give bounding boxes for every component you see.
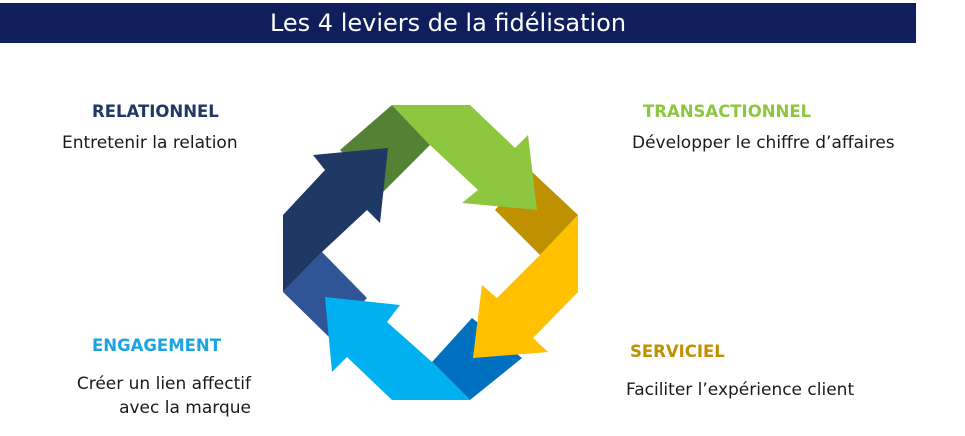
segment-blue-dark <box>432 318 522 400</box>
transactionnel-text: Développer le chiffre d’affaires <box>632 133 895 153</box>
engagement-text-2: avec la marque <box>119 398 251 418</box>
transactionnel-label: TRANSACTIONNEL <box>643 102 812 121</box>
page-title: Les 4 leviers de la fidélisation <box>269 9 627 37</box>
engagement-label: ENGAGEMENT <box>92 336 221 355</box>
arrow-navy-icon <box>283 148 388 292</box>
title-bar: Les 4 leviers de la fidélisation <box>0 3 916 43</box>
serviciel-label: SERVICIEL <box>630 342 725 361</box>
relationnel-label: RELATIONNEL <box>92 102 219 121</box>
arrow-light-blue-icon <box>325 297 470 400</box>
arrow-yellow-icon <box>473 215 578 358</box>
arrow-green-icon <box>392 105 537 210</box>
engagement-text-1: Créer un lien affectif <box>76 374 251 394</box>
relationnel-text: Entretenir la relation <box>62 133 238 153</box>
serviciel-text: Faciliter l’expérience client <box>626 380 855 400</box>
